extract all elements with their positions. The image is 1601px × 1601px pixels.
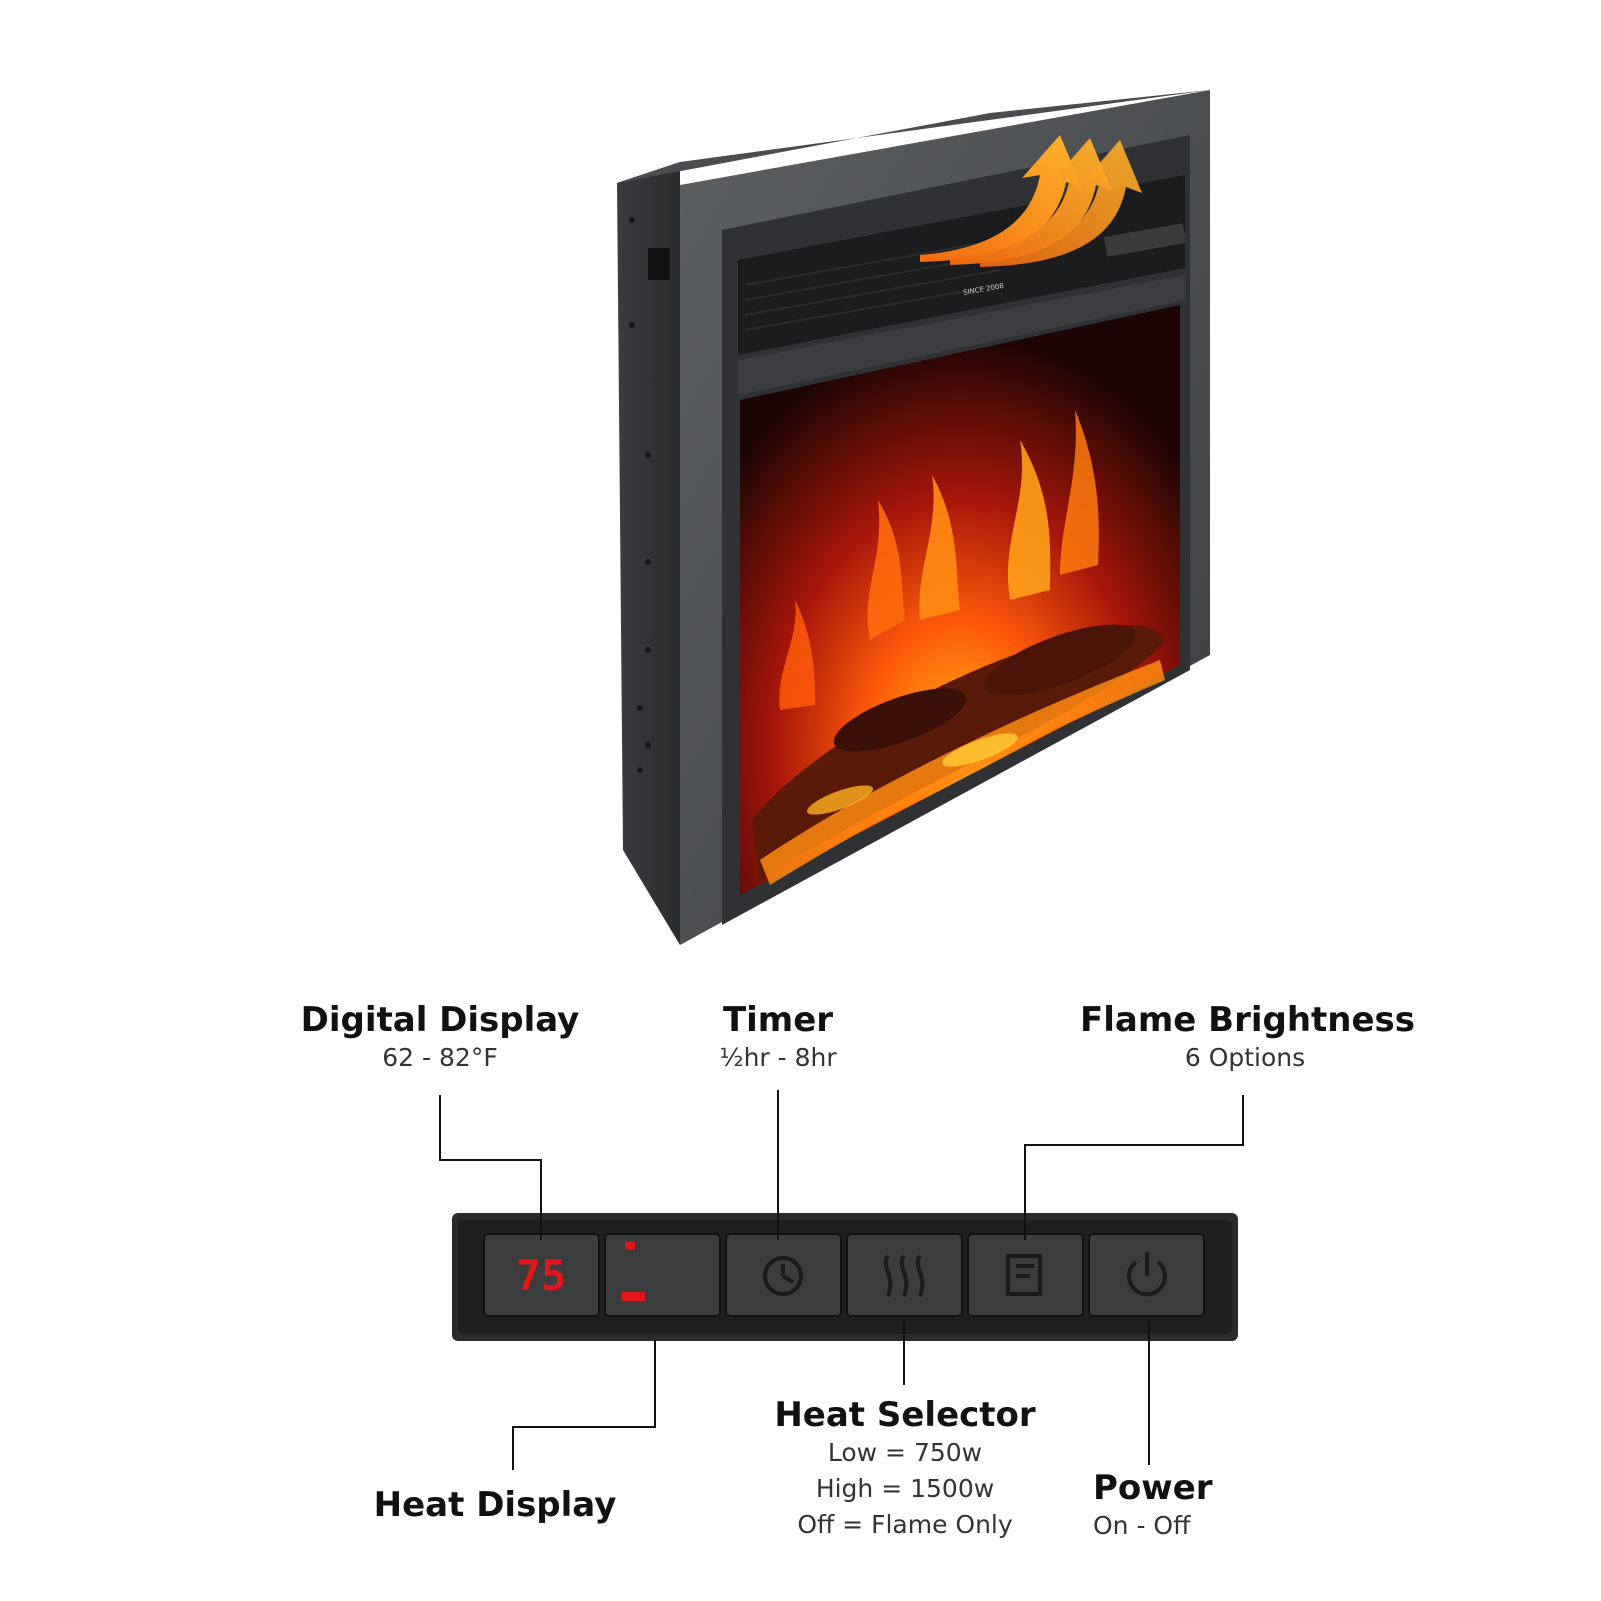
heat-indicator-top [625,1242,635,1250]
unit-control-panel [1103,223,1187,257]
leader-flame-brightness [1024,1095,1244,1240]
heat-icon [883,1254,925,1297]
display-button[interactable]: 75 [483,1233,600,1317]
power-states: On - Off [1093,1511,1191,1540]
power-icon [1127,1252,1167,1297]
heat-selector-high: High = 1500w [815,1474,995,1503]
heat-display-button[interactable] [604,1233,721,1317]
logs [752,624,1165,885]
heat-indicator-bottom [621,1292,645,1301]
flames [779,410,1099,710]
callout-flame-brightness: Flame Brightness 6 Options [1080,1000,1416,1076]
heat-selector-title: Heat Selector [774,1395,1036,1435]
digital-display-title: Digital Display [300,1000,580,1040]
callout-power: Power On - Off [1093,1468,1293,1544]
timer-icon [763,1256,803,1296]
timer-range: ½hr - 8hr [719,1043,837,1072]
digital-display-range: 62 - 82°F [382,1043,498,1072]
heat-display-title: Heat Display [373,1485,617,1525]
mounting-holes [629,217,651,773]
heat-arrows-icon [920,135,1142,267]
flame-brightness-options: 6 Options [1184,1043,1306,1072]
callout-timer: Timer ½hr - 8hr [668,1000,888,1076]
flame-brightness-title: Flame Brightness [1080,1000,1416,1040]
side-vent [648,248,670,280]
power-title: Power [1093,1468,1213,1508]
callout-heat-selector: Heat Selector Low = 750w High = 1500w Of… [745,1395,1065,1543]
heat-selector-off: Off = Flame Only [797,1510,1013,1539]
leader-digital-display [439,1095,542,1240]
heat-selector-low: Low = 750w [827,1438,983,1467]
lower-trim [738,275,1185,395]
flame-brightness-button[interactable] [967,1233,1084,1317]
callout-heat-display: Heat Display [370,1485,620,1525]
callout-digital-display: Digital Display 62 - 82°F [290,1000,590,1076]
display-readout: 75 [516,1251,567,1300]
heat-selector-button[interactable] [846,1233,963,1317]
flame-icon [1006,1254,1042,1296]
timer-title: Timer [722,1000,834,1040]
fireplace-side [617,162,680,945]
vent-louvers [744,239,1001,331]
timer-button[interactable] [725,1233,842,1317]
leader-heat-display [512,1340,656,1470]
callout-lines [439,1090,1244,1470]
power-button[interactable] [1088,1233,1205,1317]
